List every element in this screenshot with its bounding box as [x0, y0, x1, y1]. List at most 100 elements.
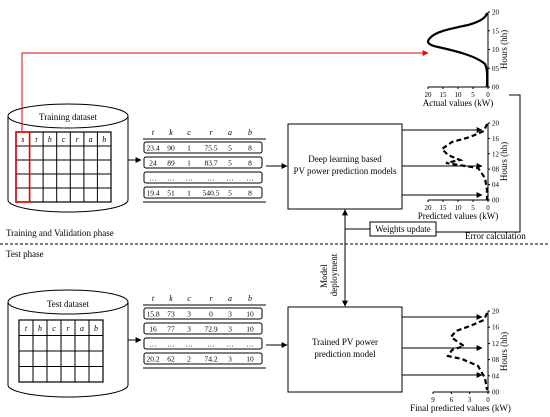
table-cell: 74.2 — [204, 355, 217, 364]
dataset-column-letter: h — [48, 135, 52, 144]
chart-y-label: Hours (hh) — [499, 142, 509, 181]
table-cell: … — [149, 174, 157, 183]
table-cell: 2 — [187, 355, 191, 364]
dataset-column-letter: c — [62, 135, 66, 144]
chart-y-label: Hours (hh) — [499, 30, 509, 69]
chart-x-tick-label: 20 — [425, 204, 433, 212]
table-cell: 20.2 — [146, 355, 159, 364]
training-phase-label: Training and Validation phase — [6, 228, 114, 238]
table-cell: … — [185, 174, 193, 183]
dataset-column-letter: s — [21, 135, 24, 144]
table-cell: … — [246, 340, 254, 349]
table-row — [143, 186, 263, 199]
table-header: k — [169, 294, 173, 303]
chart-x-tick-label: 0 — [486, 91, 490, 99]
table-header: a — [228, 294, 232, 303]
table-cell: 62 — [167, 355, 175, 364]
chart-y-tick-label: 20 — [492, 120, 500, 128]
chart-x-tick-label: 3 — [468, 396, 472, 404]
table-cell: … — [246, 174, 254, 183]
dl-box-line2: PV power prediction models — [293, 166, 397, 176]
table-cell: 10 — [246, 355, 254, 364]
table-cell: 72.9 — [204, 325, 217, 334]
training-dataset-title: Training dataset — [39, 112, 97, 122]
table-row — [143, 141, 263, 154]
table-cell: 5 — [228, 144, 232, 153]
chart-y-tick-label: 20 — [492, 308, 500, 316]
table-cell: 1 — [187, 144, 191, 153]
test-dataset-title: Test dataset — [47, 299, 90, 309]
chart-y-tick-label: 08 — [492, 166, 500, 174]
chart-x-tick-label: 20 — [425, 91, 433, 99]
table-cell: … — [226, 340, 234, 349]
chart-curve — [427, 12, 489, 88]
dataset-column-letter: a — [89, 135, 93, 144]
dataset-column-letter: h — [38, 324, 42, 333]
chart-curve — [446, 312, 489, 391]
chart-y-tick-label: 20 — [492, 9, 500, 17]
table-cell: 8 — [248, 159, 252, 168]
chart-x-tick-label: 0 — [486, 396, 490, 404]
chart-x-tick-label: 6 — [450, 396, 454, 404]
dataset-column-letter: c — [52, 324, 56, 333]
table-cell: 89 — [167, 159, 175, 168]
chart-curve — [440, 123, 489, 200]
dataset-column-letter: t — [35, 135, 38, 144]
chart-x-tick-label: 15 — [440, 91, 448, 99]
table-row — [143, 171, 263, 184]
table-header: t — [152, 294, 155, 303]
dataset-column-letter: b — [102, 135, 106, 144]
table-cell: 540.5 — [203, 189, 220, 198]
chart-x-tick-label: 15 — [440, 204, 448, 212]
chart-x-tick-label: 9 — [431, 396, 435, 404]
table-cell: 77 — [167, 325, 175, 334]
table-row — [143, 156, 263, 169]
chart-x-tick-label: 0 — [486, 204, 490, 212]
chart-y-tick-label: 05 — [492, 65, 500, 73]
table-cell: 10 — [246, 310, 254, 319]
table-cell: 83.7 — [204, 159, 217, 168]
chart-y-label: Hours (hh) — [499, 332, 509, 371]
table-cell: 8 — [248, 144, 252, 153]
table-cell: 16 — [149, 325, 157, 334]
weights-update-arrow — [342, 209, 370, 230]
dataset-column-letter: b — [94, 324, 98, 333]
table-header: c — [187, 128, 191, 137]
trained-model-box: Trained PV power prediction model — [287, 306, 403, 393]
chart-y-tick-label: 16 — [492, 324, 500, 332]
dl-box-line1: Deep learning based — [308, 154, 382, 164]
table-cell: 3 — [228, 355, 232, 364]
trained-box-line2: prediction model — [314, 349, 376, 359]
table-row — [143, 352, 263, 365]
chart-y-tick-label: 12 — [492, 150, 500, 158]
table-header: b — [248, 128, 252, 137]
test-phase-label: Test phase — [6, 249, 44, 259]
chart-x-tick-label: 5 — [471, 204, 475, 212]
table-cell: … — [207, 340, 215, 349]
dataset-column-letter: a — [80, 324, 84, 333]
table-cell: 3 — [228, 310, 232, 319]
table-cell: … — [207, 174, 215, 183]
table-header: b — [248, 294, 252, 303]
table-cell: 24 — [149, 159, 157, 168]
deep-learning-model-box: Deep learning based PV power prediction … — [287, 123, 403, 210]
chart-y-tick-label: 04 — [492, 181, 500, 189]
table-cell: … — [149, 340, 157, 349]
table-cell: 5 — [228, 189, 232, 198]
table-cell: 8 — [248, 189, 252, 198]
table-header: k — [169, 128, 173, 137]
dataset-column-letter: t — [25, 324, 28, 333]
error-feedback-line — [436, 94, 521, 233]
chart-y-tick-label: 04 — [492, 372, 500, 380]
chart-x-label: Predicted values (kW) — [418, 211, 498, 221]
table-cell: 19.4 — [146, 189, 159, 198]
table-header: t — [152, 128, 155, 137]
